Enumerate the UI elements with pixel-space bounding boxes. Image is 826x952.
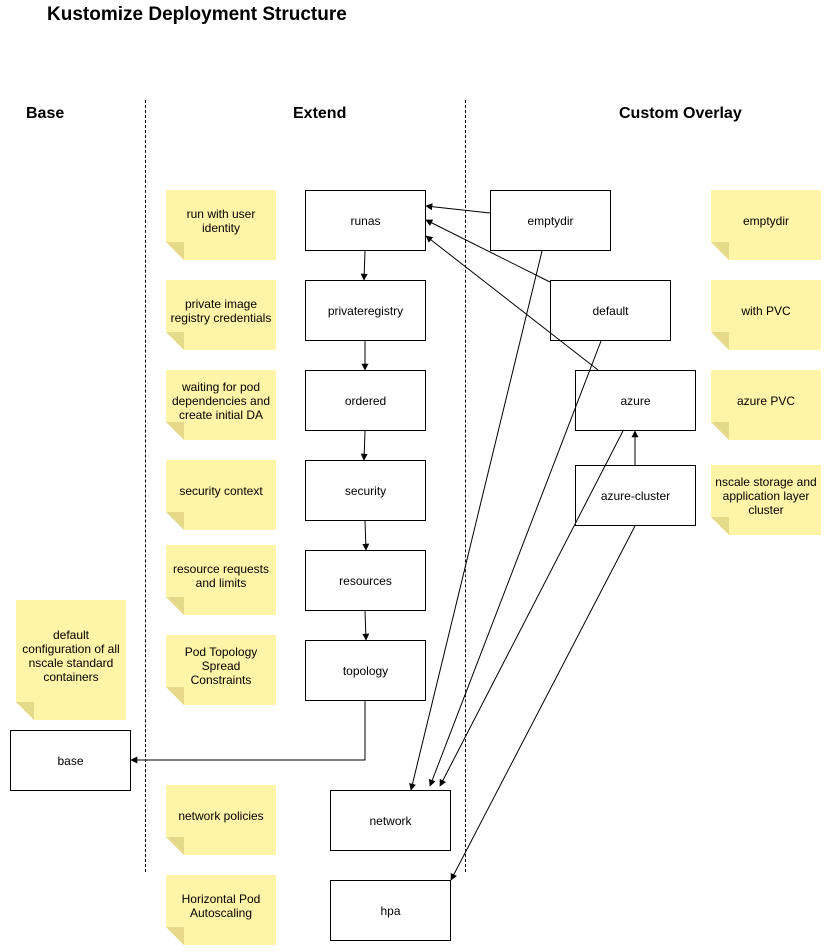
box-network: network — [330, 790, 451, 851]
box-security: security — [305, 460, 426, 521]
arrow-emptydir-to-network — [409, 250, 543, 791]
note-azure: azure PVC — [711, 370, 821, 440]
note-ordered: waiting for pod dependencies and create … — [166, 370, 276, 440]
arrow-emptydir-to-runas — [425, 203, 491, 214]
box-default: default — [550, 280, 671, 341]
box-azure: azure — [575, 370, 696, 431]
box-emptydir: emptydir — [490, 190, 611, 251]
note-privateregistry: private image registry credentials — [166, 280, 276, 350]
box-resources: resources — [305, 550, 426, 611]
box-topology: topology — [305, 640, 426, 701]
note-default: with PVC — [711, 280, 821, 350]
arrow-ordered-to-security — [360, 430, 368, 461]
box-runas: runas — [305, 190, 426, 251]
note-fold — [711, 422, 729, 440]
note-fold — [166, 687, 184, 705]
column-divider-left — [145, 100, 146, 872]
note-fold — [166, 927, 184, 945]
box-azure-cluster: azure-cluster — [575, 465, 696, 526]
note-fold — [166, 837, 184, 855]
box-hpa: hpa — [330, 880, 451, 941]
note-base: default configuration of all nscale stan… — [16, 600, 126, 720]
note-hpa: Horizontal Pod Autoscaling — [166, 875, 276, 945]
arrow-azure-cluster-to-hpa — [450, 525, 636, 881]
note-fold — [711, 332, 729, 350]
column-divider-right — [465, 100, 466, 872]
note-fold — [16, 702, 34, 720]
column-header-custom-overlay: Custom Overlay — [619, 105, 742, 122]
arrow-resources-to-topology — [362, 610, 370, 641]
note-resources: resource requests and limits — [166, 545, 276, 615]
box-privateregistry: privateregistry — [305, 280, 426, 341]
diagram-title: Kustomize Deployment Structure — [47, 4, 347, 25]
column-header-base: Base — [26, 105, 65, 122]
arrow-runas-to-privateregistry — [360, 250, 368, 281]
note-fold — [166, 512, 184, 530]
note-fold — [711, 517, 729, 535]
note-runas: run with user identity — [166, 190, 276, 260]
note-fold — [711, 242, 729, 260]
note-fold — [166, 422, 184, 440]
note-topology: Pod Topology Spread Constraints — [166, 635, 276, 705]
note-fold — [166, 597, 184, 615]
arrow-topology-to-base — [130, 701, 366, 764]
note-security: security context — [166, 460, 276, 530]
column-header-extend: Extend — [293, 105, 347, 122]
note-network: network policies — [166, 785, 276, 855]
arrow-security-to-resources — [362, 520, 370, 551]
note-fold — [166, 242, 184, 260]
note-emptydir: emptydir — [711, 190, 821, 260]
box-base: base — [10, 730, 131, 791]
note-fold — [166, 332, 184, 350]
note-azure-cluster: nscale storage and application layer clu… — [711, 465, 821, 535]
box-ordered: ordered — [305, 370, 426, 431]
